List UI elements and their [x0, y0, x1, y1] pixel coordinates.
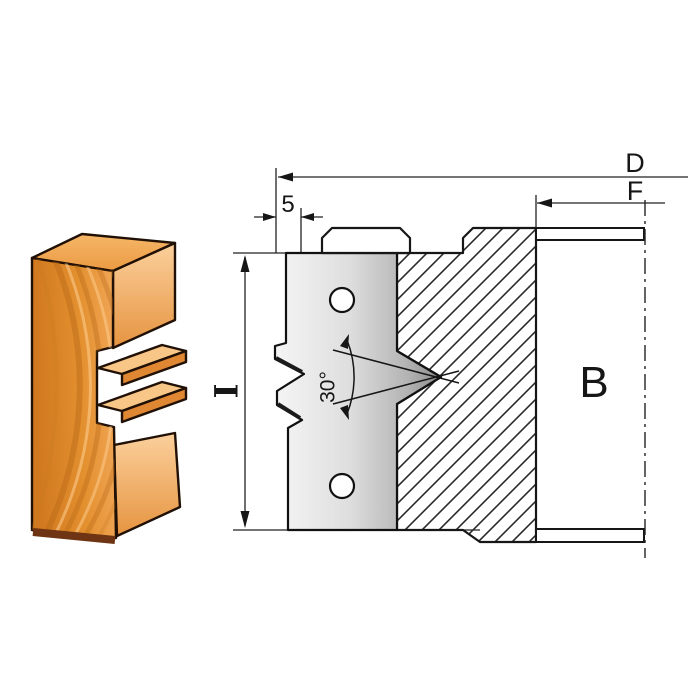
bore-wall-bottom: [535, 528, 645, 543]
tooth-shadow-lower: [276, 402, 302, 420]
angle-arrow-bottom: [340, 405, 349, 420]
d-arrow: [278, 172, 293, 182]
dimension-d: [278, 172, 688, 182]
dim5-arrow-left: [263, 213, 276, 221]
i-arrow-bottom: [240, 511, 250, 528]
label-flange-f: F: [627, 176, 644, 206]
wood-fin-lower: [96, 380, 188, 424]
clamp-wedge: [320, 226, 412, 255]
f-arrow: [537, 198, 552, 208]
label-tooth-angle-30: 30°: [317, 371, 340, 403]
knife-blade: [273, 251, 443, 532]
wood-workpiece: [30, 232, 188, 544]
wood-fin-upper: [96, 343, 188, 387]
wood-fin-lower-front: [120, 386, 188, 424]
label-cutting-height-i: I: [208, 384, 246, 399]
cutter-section-drawing: D F 5 B I 30°: [208, 148, 688, 558]
angle-annotation: [332, 334, 460, 420]
blade-hole-bottom: [328, 472, 356, 500]
dimension-5: [254, 213, 323, 221]
bore-wall-top: [535, 227, 645, 241]
i-arrow-top: [240, 255, 250, 272]
wood-fin-upper-front: [120, 349, 188, 387]
wood-bottom-edge: [32, 528, 116, 544]
label-bore-b: B: [579, 358, 608, 407]
dimension-f: [537, 198, 665, 208]
dimension-i: [240, 255, 250, 528]
dim5-arrow-right: [301, 213, 314, 221]
wood-grain: [32, 258, 116, 538]
angle-arrow-top: [340, 334, 349, 349]
blade-hole-top: [328, 286, 356, 314]
wood-edge-face-lower: [112, 431, 182, 538]
label-diameter-d: D: [625, 148, 645, 178]
label-profile-depth-5: 5: [281, 191, 294, 218]
tooth-shadow-upper: [275, 356, 303, 374]
